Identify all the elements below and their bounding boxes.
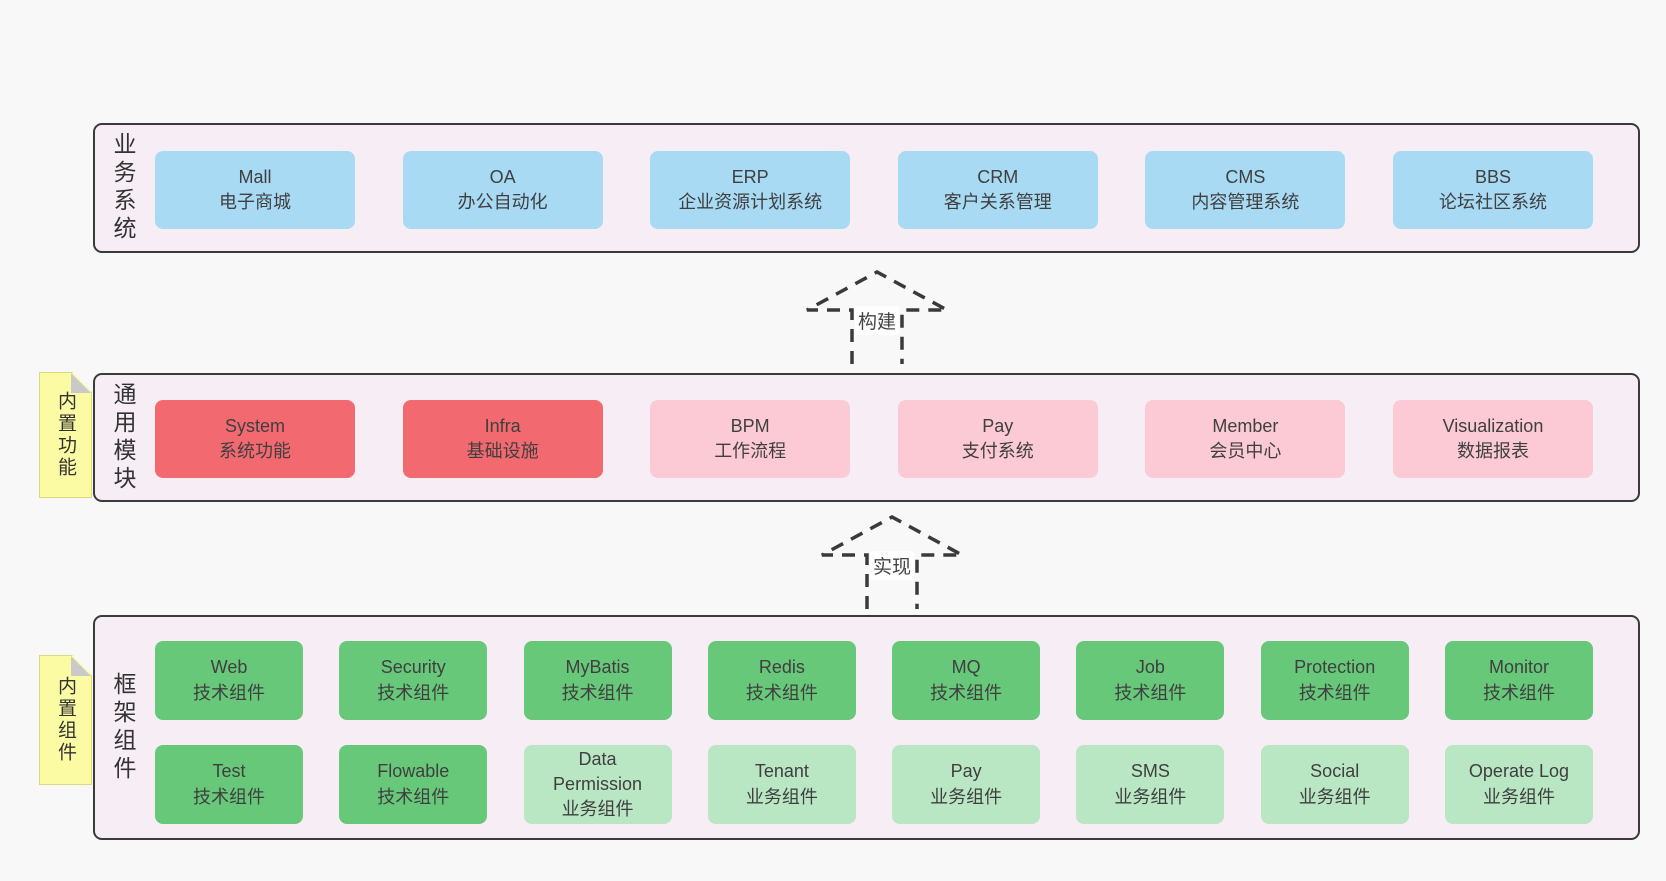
box-tenant: Tenant 业务组件 [707,745,856,824]
box-crm: CRM 客户关系管理 [897,151,1098,229]
box-protection: Protection 技术组件 [1260,641,1409,720]
sticky-fold-icon [71,373,91,393]
box-test: Test 技术组件 [155,745,303,824]
box-member: Member 会员中心 [1145,400,1346,478]
box-operate-log: Operate Log 业务组件 [1444,745,1593,824]
box-pay: Pay 支付系统 [897,400,1098,478]
layer-framework-components: 框架组件 Web 技术组件 Security 技术组件 MyBatis 技术组件… [93,615,1640,840]
box-pay-business: Pay 业务组件 [892,745,1041,824]
layer-side-label: 业务系统 [110,132,136,244]
layer-side-label: 框架组件 [110,671,136,784]
box-visualization: Visualization 数据报表 [1392,400,1593,478]
sticky-note-builtin-components: 内置组件 [39,655,92,785]
box-security: Security 技术组件 [339,641,488,720]
framework-components-row-2: Test 技术组件 Flowable 技术组件 Data Permission … [155,745,1593,824]
sticky-fold-icon [71,656,91,676]
box-web: Web 技术组件 [155,641,303,720]
box-system: System 系统功能 [155,400,355,478]
box-erp: ERP 企业资源计划系统 [650,151,851,229]
box-bbs: BBS 论坛社区系统 [1392,151,1593,229]
layer-business-systems: 业务系统 Mall 电子商城 OA 办公自动化 ERP 企业资源计划系统 CRM… [93,123,1640,253]
layer-common-modules: 通用模块 System 系统功能 Infra 基础设施 BPM 工作流程 Pay… [93,373,1640,502]
box-job: Job 技术组件 [1076,641,1225,720]
arrow-implement-up-icon: 实现 [821,515,963,611]
box-sms: SMS 业务组件 [1076,745,1225,824]
sticky-note-builtin-features: 内置功能 [39,372,92,498]
business-systems-row: Mall 电子商城 OA 办公自动化 ERP 企业资源计划系统 CRM 客户关系… [155,151,1593,229]
box-oa: OA 办公自动化 [402,151,603,229]
box-cms: CMS 内容管理系统 [1145,151,1346,229]
box-bpm: BPM 工作流程 [650,400,851,478]
arrow-build-label: 构建 [854,306,900,335]
common-modules-row: System 系统功能 Infra 基础设施 BPM 工作流程 Pay 支付系统… [155,400,1593,478]
box-mq: MQ 技术组件 [892,641,1041,720]
box-social: Social 业务组件 [1260,745,1409,824]
sticky-label: 内置功能 [55,391,76,479]
layer-side-label: 通用模块 [110,381,136,494]
arrow-implement-label: 实现 [869,551,915,580]
box-mybatis: MyBatis 技术组件 [523,641,672,720]
box-data-permission: Data Permission 业务组件 [523,745,672,824]
arrow-build-up-icon: 构建 [806,270,948,366]
box-flowable: Flowable 技术组件 [339,745,488,824]
box-infra: Infra 基础设施 [402,400,603,478]
box-mall: Mall 电子商城 [155,151,355,229]
sticky-label: 内置组件 [55,676,76,764]
box-monitor: Monitor 技术组件 [1444,641,1593,720]
box-redis: Redis 技术组件 [707,641,856,720]
framework-components-row-1: Web 技术组件 Security 技术组件 MyBatis 技术组件 Redi… [155,641,1593,720]
